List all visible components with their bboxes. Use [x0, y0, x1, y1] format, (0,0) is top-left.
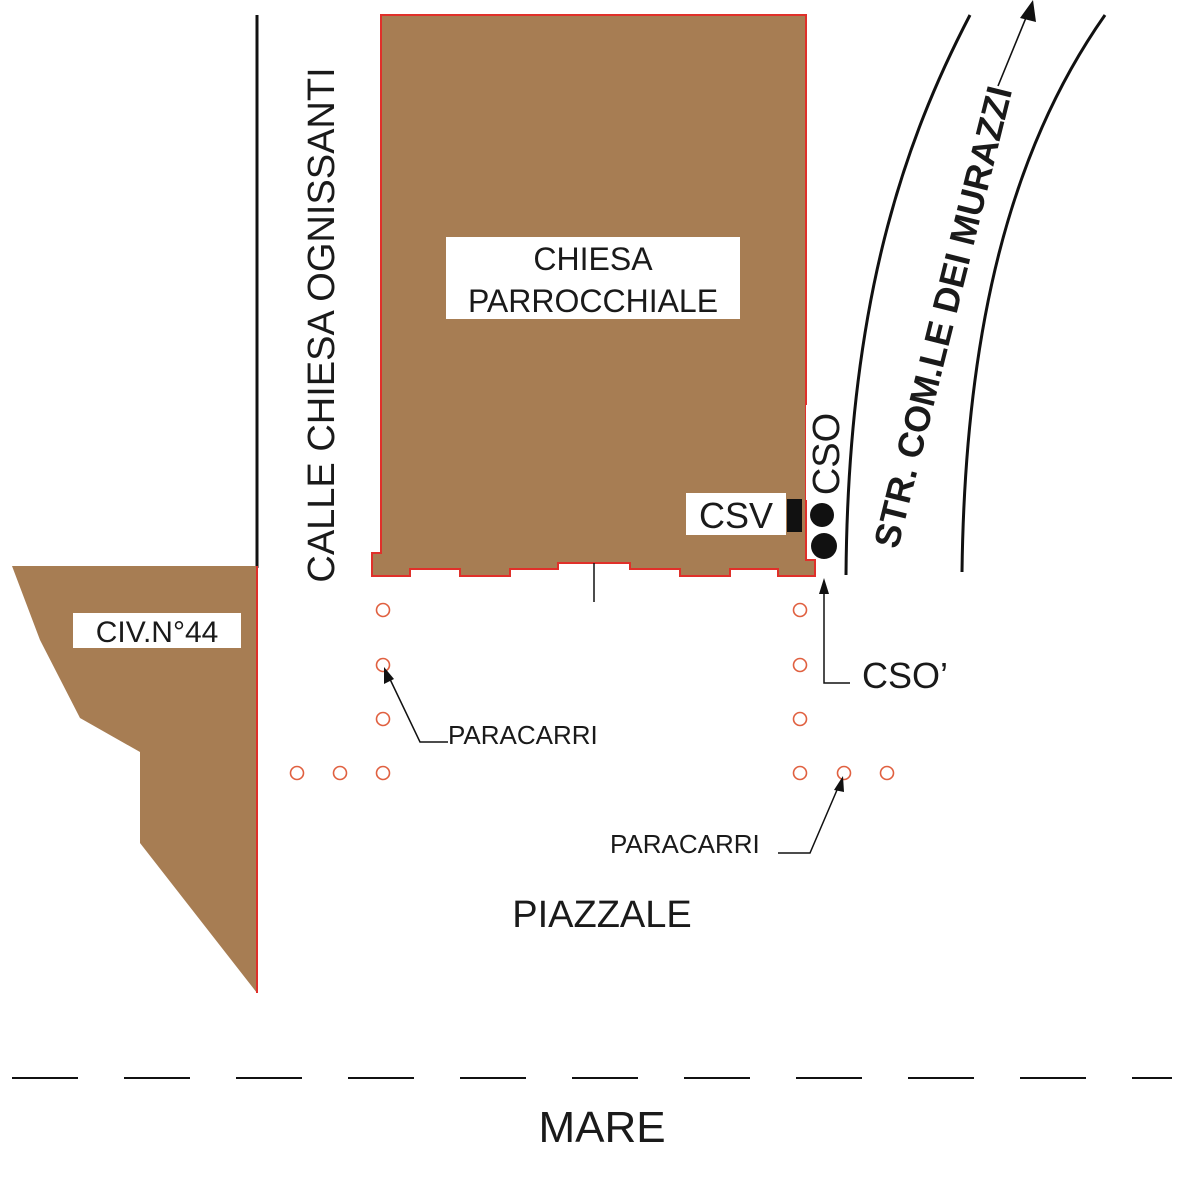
csv-label-box [686, 493, 786, 535]
paracarri-right-leader-arrow-icon [778, 776, 844, 854]
church-label-line2: PARROCCHIALE [468, 283, 718, 319]
cso-manhole-icon [810, 503, 834, 527]
bollard-circle-icon [792, 657, 808, 673]
church-label-box [446, 237, 740, 319]
bollard-circle-icon [792, 765, 808, 781]
csv-label: CSV [699, 495, 773, 536]
bollard-circle-icon [375, 711, 391, 727]
strada-west-edge [844, 14, 972, 576]
church-label-line1: CHIESA [533, 241, 653, 277]
bollard-circle-icon [375, 657, 391, 673]
bollard-circle-icon [879, 765, 895, 781]
bollard-circle-icon [375, 602, 391, 618]
cso-label-box [806, 405, 844, 500]
civic-label: CIV.N°44 [96, 616, 219, 649]
cso-prime-manhole-icon [811, 533, 837, 559]
street-label-calle: CALLE CHIESA OGNISSANTI [301, 67, 343, 582]
csv-valve-icon [787, 499, 802, 532]
street-label-strada: STR. COM.LE DEI MURAZZI [866, 82, 1020, 552]
bollards-left-column [289, 602, 391, 781]
bollard-circle-icon [332, 765, 348, 781]
cso-prime-label: CSO’ [862, 655, 948, 696]
bollard-circle-icon [792, 602, 808, 618]
paracarri-left-label: PARACARRI [448, 720, 598, 750]
direction-arrow-icon [997, 0, 1036, 87]
strada-east-edge [960, 14, 1107, 573]
mare-label: MARE [538, 1103, 665, 1152]
bollard-circle-icon [836, 765, 852, 781]
cso-label: CSO [806, 413, 848, 495]
building-civ-44 [12, 566, 257, 993]
bollards-right-column [792, 602, 895, 781]
piazzale-label: PIAZZALE [512, 894, 692, 936]
cso-prime-leader-arrow-icon [819, 578, 850, 684]
paracarri-left-leader-arrow-icon [384, 667, 448, 743]
civic-label-box [73, 613, 241, 648]
bollard-circle-icon [289, 765, 305, 781]
bollard-circle-icon [792, 711, 808, 727]
paracarri-right-label: PARACARRI [610, 829, 760, 859]
bollard-circle-icon [375, 765, 391, 781]
